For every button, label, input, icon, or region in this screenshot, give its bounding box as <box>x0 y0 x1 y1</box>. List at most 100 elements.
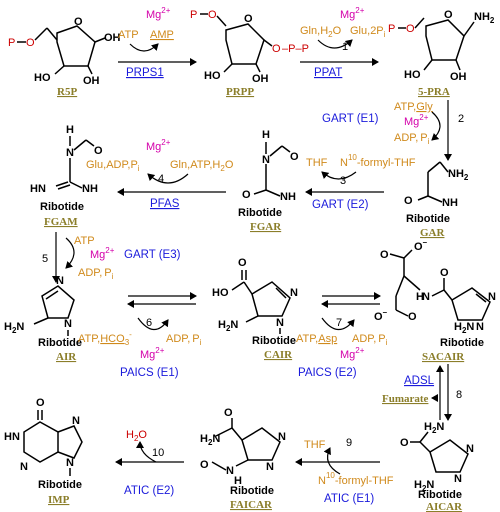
sacair-structure: O– O H N O– O O N H2N N Ribotide SACAIR <box>374 238 496 363</box>
hn-label: HN <box>4 431 20 443</box>
oh-label: OH <box>450 71 467 83</box>
carbonyl-oxygen: O <box>400 437 409 449</box>
phosphate-label: P <box>8 37 15 49</box>
ring-n: N <box>454 473 462 485</box>
formyl-oxygen: O <box>200 459 209 471</box>
thf-label: THF <box>304 439 326 451</box>
enzyme-ppat: PPAT <box>314 67 342 79</box>
fgam-structure: H N O HN NH Ribotide FGAM <box>30 124 103 228</box>
ring-n: N <box>72 415 80 427</box>
compound-name-sacair: SACAIR <box>422 351 465 363</box>
oxygen-label: O <box>26 37 35 49</box>
enzyme-gart-e1: GART (E1) <box>322 113 379 125</box>
enzyme-pfas: PFAS <box>150 198 180 210</box>
pra-structure: P O O NH2 HO OH 5-PRA <box>388 9 495 98</box>
ring-n: N <box>56 275 64 287</box>
formyl-h: H <box>262 129 270 141</box>
oxygen-label: O <box>272 43 281 55</box>
reaction-pfas: Mg2+ Glu,ADP,Pi Gln,ATP,H2O 4 PFAS <box>86 138 234 210</box>
atp-label: ATP <box>74 235 95 247</box>
step-number: 5 <box>42 253 48 265</box>
magnesium-label: Mg2+ <box>140 346 165 361</box>
nh-n: N <box>422 291 430 303</box>
step-number: 1 <box>342 41 348 53</box>
formyl-oxygen: O <box>94 145 103 157</box>
imidazole-ring <box>241 427 281 461</box>
atp-hco3-label: ATP,HCO3- <box>78 330 132 347</box>
ring-n: N <box>66 457 74 469</box>
step-number: 4 <box>158 173 164 185</box>
ribotide-label: Ribotide <box>230 485 274 497</box>
ho-label: HO <box>204 70 221 82</box>
reaction-atic-e2: H2O 10 ATIC (E2) <box>115 429 184 497</box>
ring-n: N <box>466 443 474 455</box>
h2n-label: H2N <box>200 433 220 447</box>
carbonyl-oxygen: O <box>404 195 413 207</box>
nh2-label: NH2 <box>448 168 469 182</box>
pyrophosphate-label: –P–P <box>282 43 309 55</box>
thf-label: THF <box>306 157 328 169</box>
nh-label: NH <box>442 197 458 209</box>
formamide-n: N <box>226 465 234 477</box>
water-label: H2O <box>126 429 147 443</box>
gar-structure: NH2 O NH Ribotide GAR <box>404 161 469 239</box>
ring-n: N <box>64 318 72 330</box>
reaction-atic-e1: THF N10-formyl-THF 9 ATIC (E1) <box>295 437 394 505</box>
reaction-adsl: 8 ADSL Fumarate <box>382 364 462 421</box>
nh2-label: NH2 <box>474 11 495 25</box>
compound-name-faicar: FAICAR <box>230 499 273 511</box>
nh-label: NH <box>280 191 296 203</box>
formamide-h: H <box>234 475 242 487</box>
step-number: 8 <box>456 389 462 401</box>
carbonyl-oxygen: O <box>36 397 45 409</box>
air-structure: N H2N N Ribotide AIR <box>4 275 82 363</box>
ring-n: N <box>276 317 284 329</box>
step-number: 3 <box>340 175 346 187</box>
enzyme-atic-e2: ATIC (E2) <box>124 485 174 497</box>
compound-name-r5p: R5P <box>57 86 77 98</box>
magnesium-label: Mg2+ <box>340 346 365 361</box>
imidazole-ring <box>451 287 491 321</box>
atp-gly-label: ATP,Gly <box>394 101 433 113</box>
reaction-prps1: Mg2+ ATP AMP PRPS1 <box>118 6 197 79</box>
formyl-oxygen: O <box>290 151 299 163</box>
ho-label: HO <box>34 72 51 84</box>
magnesium-label: Mg2+ <box>146 138 171 153</box>
fumarate-label: Fumarate <box>382 393 429 405</box>
ribotide-label: Ribotide <box>440 337 484 349</box>
compound-name-imp: IMP <box>48 494 70 506</box>
reaction-gart-e1: GART (E1) ATP,Gly Mg2+ ADP,Pi 2 <box>322 100 464 161</box>
magnesium-label: Mg2+ <box>90 246 115 261</box>
carbonyl-oxygen: O <box>380 249 389 261</box>
carbonyl-oxygen: O <box>408 311 417 323</box>
imidazole-ring <box>251 281 291 317</box>
compound-name-fgam: FGAM <box>44 216 78 228</box>
ring-n: N <box>476 321 484 333</box>
hn-label: HN <box>30 183 46 195</box>
reaction-paics-e1: ATP,HCO3- 6 ADP,Pi Mg2+ PAICS (E1) <box>78 292 202 379</box>
compound-name-aicar: AICAR <box>426 501 463 512</box>
magnesium-label: Mg2+ <box>340 6 365 21</box>
oh-label: OH <box>83 75 100 87</box>
adp-pi-label: ADP,Pi <box>394 132 430 146</box>
ring-n: N <box>290 287 298 299</box>
fgar-structure: H N O O NH Ribotide FGAR <box>238 129 299 233</box>
imidazole-ring <box>429 439 469 473</box>
step-number: 9 <box>346 437 352 449</box>
phosphate-label: P <box>388 23 395 35</box>
ribotide-label: Ribotide <box>252 335 296 347</box>
adp-pi-label: ADP,Pi <box>166 333 202 347</box>
ring-n: N <box>278 431 286 443</box>
imidazole-ring <box>41 285 75 319</box>
faicar-structure: O H2N N N O H N Ribotide FAICAR <box>200 407 286 511</box>
ring-oxygen: O <box>444 9 453 21</box>
compound-name-gar: GAR <box>420 227 446 239</box>
compound-name-cair: CAIR <box>264 349 293 361</box>
h2n-label: H2N <box>454 321 474 335</box>
prpp-structure: P O O O –P–P HO OH PRPP <box>190 9 309 98</box>
ho-label: HO <box>404 69 421 81</box>
r5p-structure: P O O OH HO OH R5P <box>8 16 121 98</box>
prpp-ring <box>225 23 265 65</box>
pra-ring <box>425 19 465 61</box>
step-number: 2 <box>458 113 464 125</box>
